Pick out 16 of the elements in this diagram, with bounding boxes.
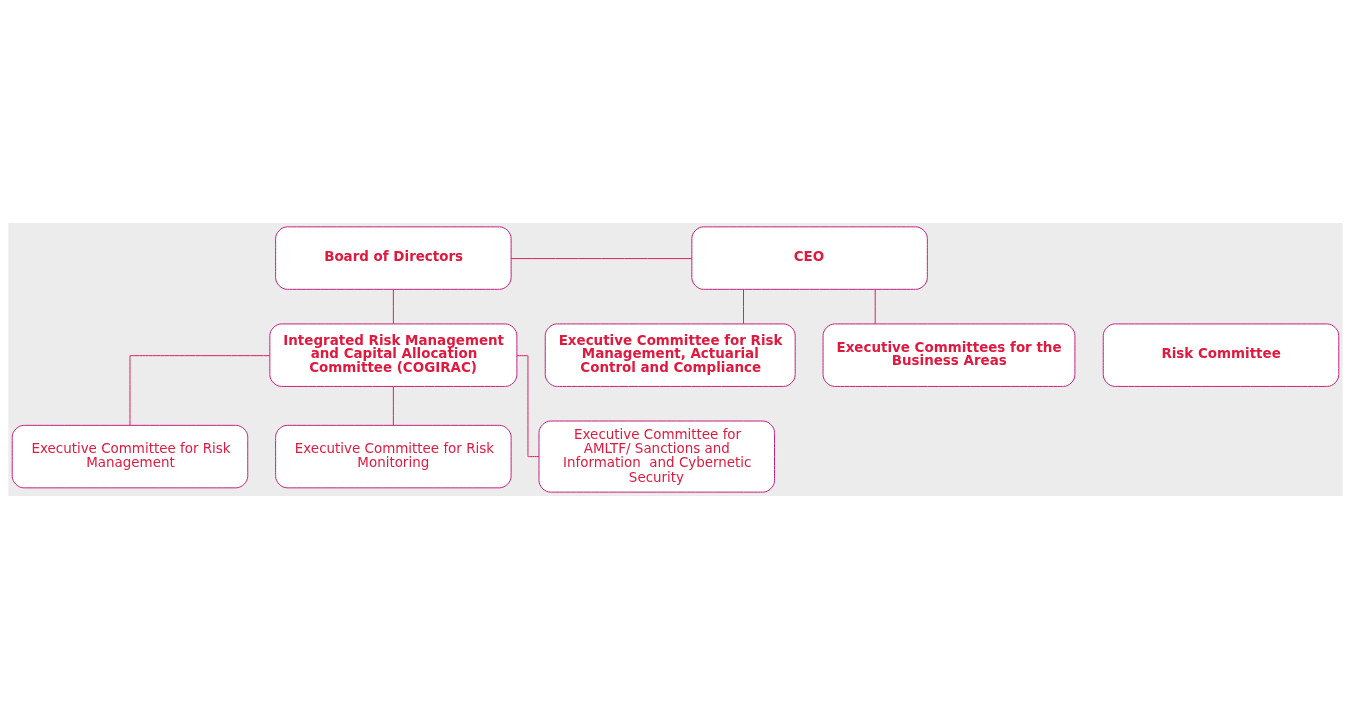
connector	[743, 288, 744, 325]
node-box: Executive Committee for Risk Management, Actuarial Control and Compliance	[544, 323, 796, 387]
node-box: Integrated Risk Management and Capital Allocation Committee (COGIRAC)	[269, 323, 518, 387]
node-box: Board of Directors	[275, 226, 512, 290]
node-box: Risk Committee	[1102, 323, 1340, 387]
connector	[392, 385, 394, 426]
node-box: Executive Committee for Risk Management	[11, 424, 249, 489]
node-box: Executive Committees for the Business Areas	[822, 323, 1076, 387]
connector	[392, 288, 394, 325]
connector	[129, 355, 271, 426]
node-box: Executive Committee for AMLTF/ Sanctions and Information and Cybernetic Security	[538, 420, 775, 493]
connector	[516, 355, 540, 458]
connector	[510, 258, 693, 260]
node-box: Executive Committee for Risk Monitoring	[275, 424, 512, 489]
node-box: CEO	[691, 226, 928, 290]
connector	[874, 288, 876, 325]
